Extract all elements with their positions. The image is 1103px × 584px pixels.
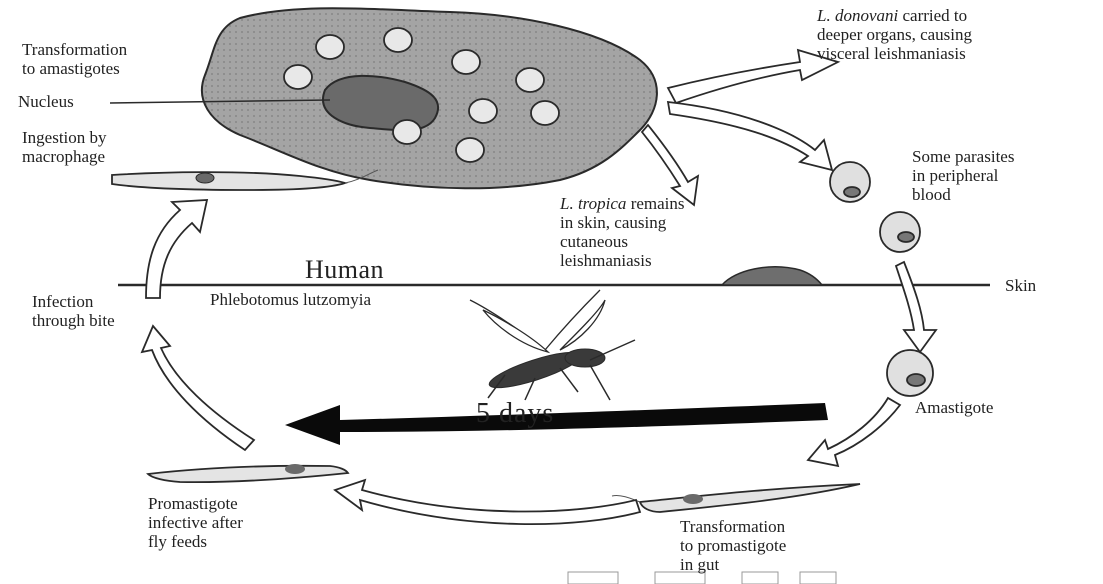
label-phlebotomus: Phlebotomus lutzomyia xyxy=(210,290,371,309)
amastigote-3 xyxy=(452,50,480,74)
arrow-skin xyxy=(642,125,698,205)
blood-cell-2 xyxy=(880,212,920,252)
label-promastigote-infective: Promastigote infective after fly feeds xyxy=(148,494,243,551)
arrow-bite-to-macrophage xyxy=(146,200,207,298)
amastigote-4 xyxy=(284,65,312,89)
label-donovani: L. donovani carried to deeper organs, ca… xyxy=(817,6,972,63)
label-ingestion: Ingestion by macrophage xyxy=(22,128,107,166)
promastigote-infective xyxy=(148,464,348,482)
label-five-days: 5 days xyxy=(476,399,554,429)
label-tropica: L. tropica remains in skin, causing cuta… xyxy=(560,194,685,270)
amastigote-7 xyxy=(531,101,559,125)
arrow-peripheral-blood xyxy=(668,102,832,170)
arrow-up-to-bite xyxy=(142,326,254,450)
arrow-deeper-organs xyxy=(668,50,838,103)
arrow-blood-down xyxy=(896,262,936,352)
species-donovani: L. donovani xyxy=(817,6,898,25)
amastigote-5 xyxy=(516,68,544,92)
label-transformation-promastigote: Transformation to promastigote in gut xyxy=(680,517,786,574)
label-human: Human xyxy=(305,256,384,284)
label-some-parasites: Some parasites in peripheral blood xyxy=(912,147,1014,204)
label-infection: Infection through bite xyxy=(32,292,115,330)
amastigote-cell xyxy=(887,350,933,396)
amastigote-2 xyxy=(384,28,412,52)
five-days-arrow xyxy=(285,403,828,445)
amastigote-1 xyxy=(316,35,344,59)
skin-lesion xyxy=(722,267,822,285)
arrow-gut-to-infective xyxy=(335,480,640,524)
sandfly-icon xyxy=(470,290,635,400)
macrophage-cell xyxy=(202,8,657,188)
species-tropica: L. tropica xyxy=(560,194,626,213)
amastigote-9 xyxy=(456,138,484,162)
label-nucleus: Nucleus xyxy=(18,92,74,111)
amastigote-6 xyxy=(469,99,497,123)
label-amastigote: Amastigote xyxy=(915,398,993,417)
label-skin: Skin xyxy=(1005,276,1036,295)
label-transformation-amastigotes: Transformation to amastigotes xyxy=(22,40,127,78)
promastigote-in-gut xyxy=(612,484,860,512)
amastigote-8 xyxy=(393,120,421,144)
